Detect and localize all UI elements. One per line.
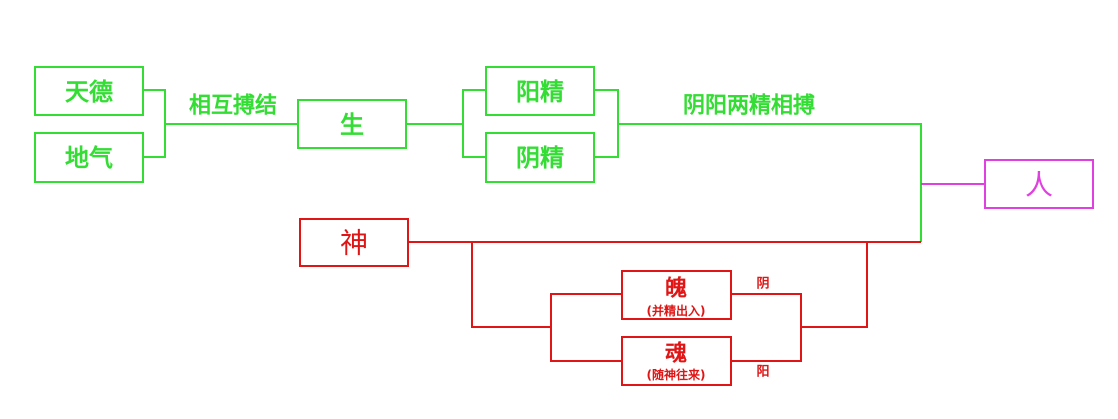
- red-boxes: [299, 218, 732, 386]
- label-hun: 魂: [665, 341, 687, 367]
- line-shen-down-right: [801, 242, 868, 328]
- line-to-ren-junction: [618, 123, 922, 242]
- label-ren: 人: [1025, 169, 1053, 202]
- label-po: 魄: [665, 276, 687, 302]
- label-yin-tag: 阴: [756, 277, 769, 292]
- box-shen: [299, 218, 409, 267]
- box-sheng: [297, 99, 407, 149]
- box-hun: [621, 336, 732, 386]
- line-shen-down-left: [471, 242, 551, 328]
- bracket-tiande-diqi: [143, 89, 166, 158]
- bracket-jing-left: [462, 89, 486, 158]
- label-sheng: 生: [340, 111, 364, 139]
- label-yangjing: 阳精: [516, 78, 564, 106]
- label-hun-note: (随神往来): [647, 367, 706, 382]
- label-yinjing: 阴精: [516, 144, 564, 172]
- label-shen: 神: [340, 227, 368, 260]
- green-connectors: [143, 89, 922, 242]
- bracket-po-hun-left: [550, 293, 622, 362]
- green-boxes: [34, 66, 595, 183]
- box-diqi: [34, 132, 144, 183]
- label-tiande: 天德: [65, 78, 113, 106]
- label-po-note: (并精出入): [647, 303, 706, 318]
- box-tiande: [34, 66, 144, 116]
- label-xianghu-bojie: 相互搏结: [189, 93, 277, 119]
- bracket-po-hun-right: [731, 293, 802, 362]
- box-po: [621, 270, 732, 320]
- box-yinjing: [485, 132, 595, 183]
- box-ren: [984, 159, 1094, 209]
- label-diqi: 地气: [65, 144, 113, 172]
- box-yangjing: [485, 66, 595, 116]
- red-connectors: [408, 241, 921, 362]
- bracket-jing-right: [594, 89, 619, 158]
- label-yang-tag: 阳: [756, 365, 769, 380]
- label-yinyang-liangjing: 阴阳两精相搏: [683, 93, 815, 119]
